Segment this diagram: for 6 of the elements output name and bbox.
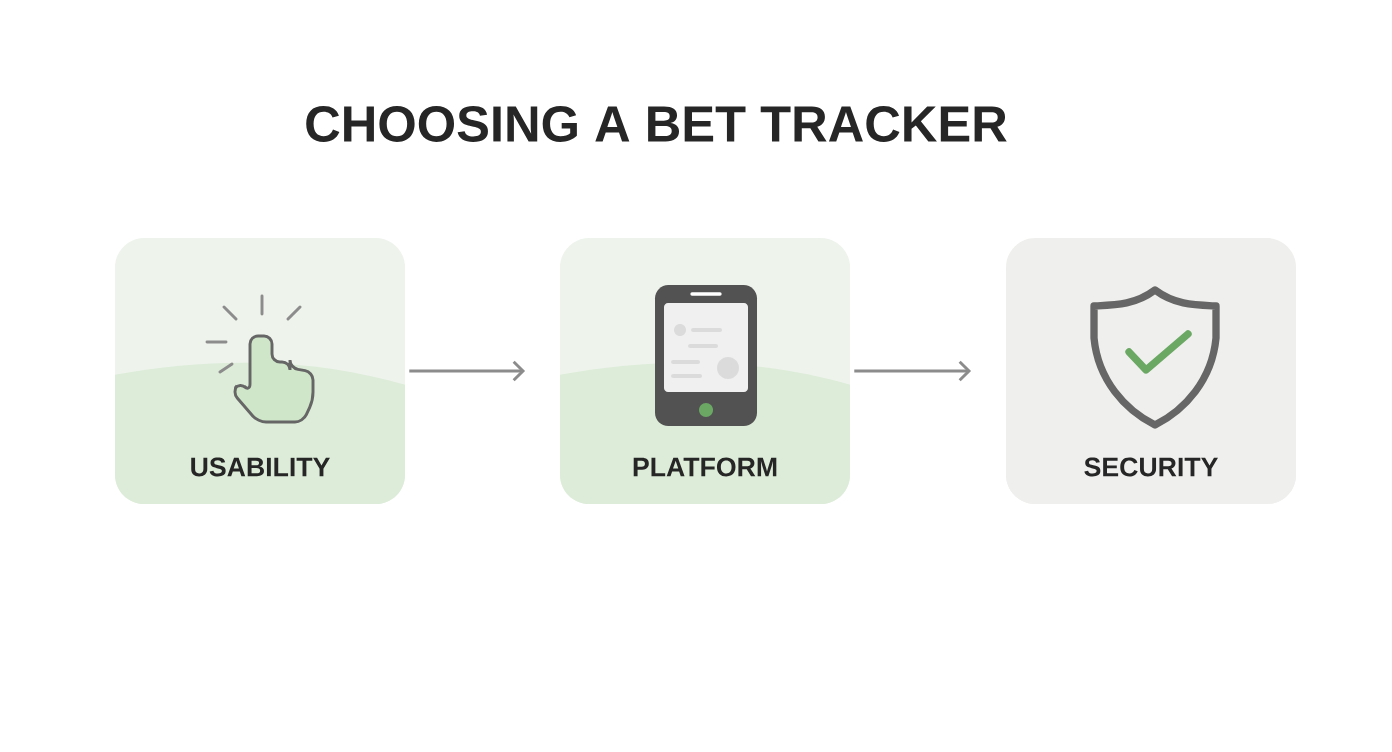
card: USABILITY [115, 238, 405, 504]
arrow [409, 360, 526, 382]
card: SECURITY [1006, 238, 1296, 504]
title: CHOOSING A BET TRACKER [306, 106, 1007, 142]
arrow [854, 360, 972, 382]
node-label: SECURITY [1084, 457, 1218, 477]
